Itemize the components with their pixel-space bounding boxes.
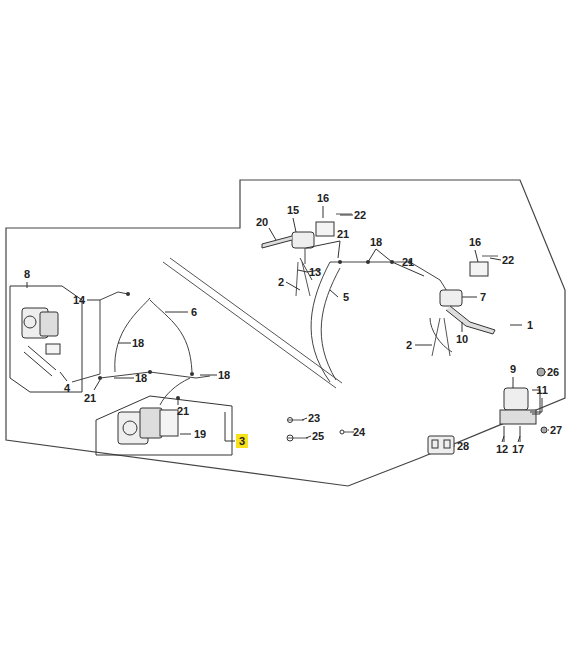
callout-number: 12 — [495, 443, 509, 455]
kit-outline — [6, 180, 565, 486]
callout-number: 11 — [535, 384, 549, 396]
hose-joint — [98, 260, 412, 400]
callout-number: 18 — [217, 369, 231, 381]
leader-line — [27, 206, 549, 446]
callout-number: 22 — [501, 254, 515, 266]
callout-number: 7 — [479, 291, 487, 303]
master-cylinder — [440, 262, 495, 334]
callout-number: 21 — [336, 228, 350, 240]
callout-number: 23 — [307, 412, 321, 424]
handlebar — [163, 258, 342, 388]
callout-number: 21 — [401, 256, 415, 268]
callout-number: 5 — [342, 291, 350, 303]
callout-number: 2 — [405, 339, 413, 351]
callout-number: 28 — [456, 440, 470, 452]
callout-number: 3 — [236, 434, 248, 448]
callout-number: 26 — [546, 366, 560, 378]
caliper-frame — [96, 396, 232, 455]
caliper — [118, 408, 178, 444]
callout-number: 16 — [468, 236, 482, 248]
callout-number: 18 — [134, 372, 148, 384]
callout-number: 14 — [72, 294, 86, 306]
callout-number: 13 — [308, 266, 322, 278]
callout-number: 16 — [316, 192, 330, 204]
callout-number: 2 — [277, 276, 285, 288]
callout-number: 21 — [176, 405, 190, 417]
callout-number: 21 — [83, 392, 97, 404]
callout-number: 25 — [311, 430, 325, 442]
caliper-frame — [10, 286, 82, 392]
callout-number: 22 — [353, 209, 367, 221]
callout-number: 27 — [549, 424, 563, 436]
brake-hose — [72, 240, 452, 405]
callout-number: 18 — [131, 337, 145, 349]
callout-number: 9 — [509, 363, 517, 375]
callout-number: 1 — [526, 319, 534, 331]
callout-number: 8 — [23, 268, 31, 280]
callout-number: 10 — [455, 333, 469, 345]
valve-unit — [500, 388, 540, 442]
callout-number: 18 — [369, 236, 383, 248]
bracket — [428, 436, 454, 454]
callout-number: 15 — [286, 204, 300, 216]
callout-number: 6 — [190, 306, 198, 318]
brake-switch-wire — [296, 262, 450, 356]
callout-number: 24 — [352, 426, 366, 438]
bolt — [287, 214, 547, 441]
callout-number: 20 — [255, 216, 269, 228]
caliper — [22, 308, 60, 376]
callout-number: 17 — [511, 443, 525, 455]
callout-number: 19 — [193, 428, 207, 440]
callout-number: 4 — [63, 382, 71, 394]
